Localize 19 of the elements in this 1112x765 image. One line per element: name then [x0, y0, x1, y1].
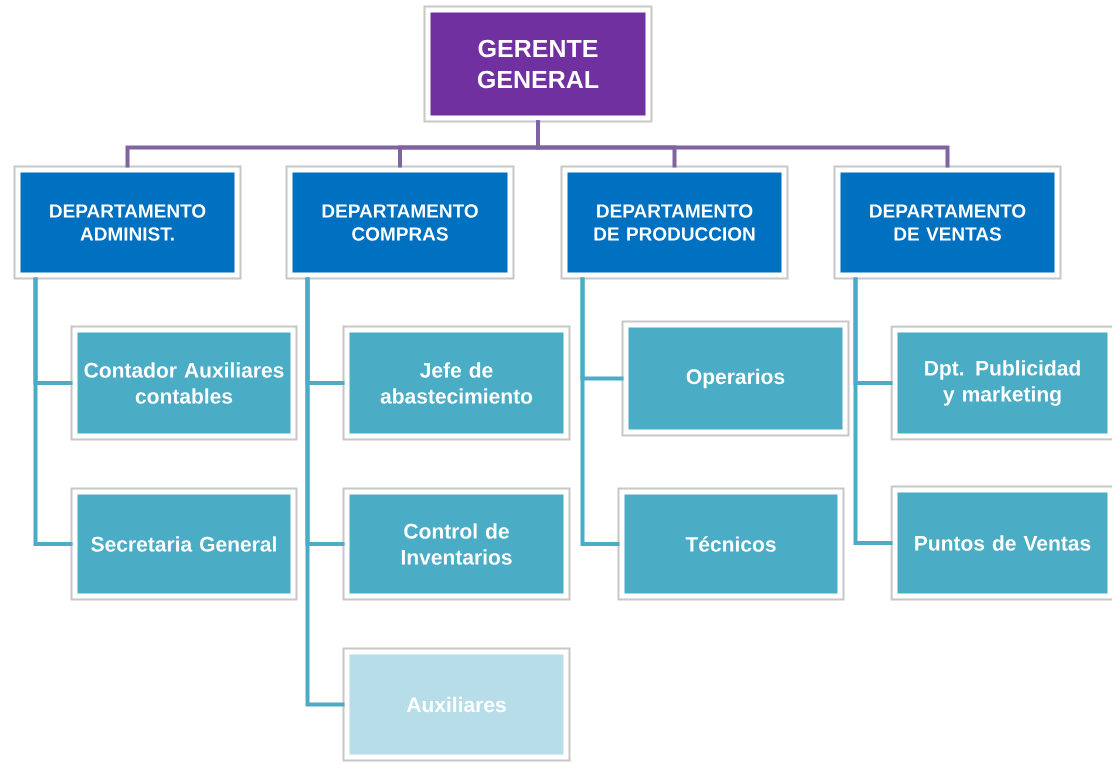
manager-box: GERENTE GENERAL [423, 5, 653, 123]
department-box: DEPARTAMENTO ADMINIST. [13, 165, 242, 280]
unit-box: Secretaria General [70, 487, 298, 601]
department-box: DEPARTAMENTO DE PRODUCCION [560, 165, 789, 280]
unit-box: Operarios [621, 320, 850, 437]
connector-line [305, 277, 345, 707]
connector-line [853, 277, 893, 545]
unit-box: Control de Inventarios [342, 487, 571, 601]
unit-box: Contador Auxiliares contables [70, 325, 298, 441]
unit-box: Auxiliares [342, 647, 571, 762]
connector-line [536, 120, 950, 168]
connector-line [33, 277, 73, 546]
unit-box: Técnicos [617, 487, 845, 601]
department-box: DEPARTAMENTO COMPRAS [285, 165, 515, 280]
unit-box: Dpt. Publicidad y marketing [890, 325, 1112, 441]
unit-box: Jefe de abastecimiento [342, 325, 571, 441]
unit-box: Puntos de Ventas [890, 485, 1112, 601]
connector-line [580, 277, 620, 546]
department-box: DEPARTAMENTO DE VENTAS [833, 165, 1062, 280]
